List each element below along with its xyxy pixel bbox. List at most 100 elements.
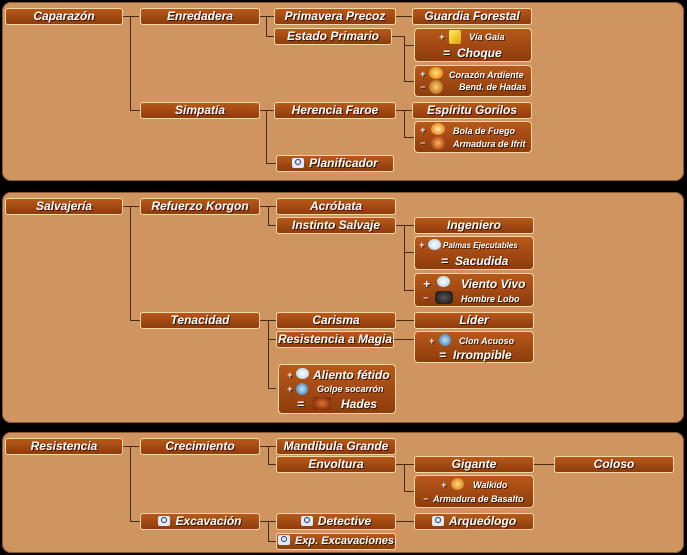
connector [404,252,414,253]
combo-line1: Aliento fétido [313,368,390,382]
cloud-icon [428,239,441,250]
connector [396,225,414,226]
walkido-icon [451,478,464,490]
node-exp-excavaciones[interactable]: Exp. Excavaciones [276,533,396,550]
combo-walkido[interactable]: + Walkido − Armadura de Basalto [414,475,534,508]
connector [268,464,276,465]
node-label: Detective [317,514,372,528]
combo-hades[interactable]: + Aliento fétido + Golpe socarrón = Hade… [278,364,396,414]
equals-sign: = [439,348,447,362]
connector [130,320,140,321]
connector [266,16,267,36]
connector [404,290,414,291]
node-acrobata[interactable]: Acróbata [276,198,396,215]
combo-line1: Bola de Fuego [453,126,516,136]
heart-fire-icon [429,67,443,79]
connector [394,339,414,340]
plus-sign: + [429,336,435,346]
ifrit-armor-icon [431,136,445,150]
node-envoltura[interactable]: Envoltura [276,456,396,473]
equals-sign: = [297,397,305,411]
node-resistencia[interactable]: Resistencia [5,438,123,455]
combo-corazon-ardiente[interactable]: + Corazón Ardiente − Bend. de Hadas [414,65,532,97]
connector [268,339,276,340]
combo-line2: Bend. de Hadas [459,82,527,92]
node-simpatia[interactable]: Simpatía [140,102,260,119]
connector [130,206,131,320]
node-lider[interactable]: Líder [414,312,534,329]
node-ingeniero[interactable]: Ingeniero [414,217,534,234]
node-gigante[interactable]: Gigante [414,456,534,473]
magnifier-icon [158,516,171,526]
node-excavacion[interactable]: Excavación [140,513,260,530]
connector [130,446,131,521]
node-caparazon[interactable]: Caparazón [5,8,123,25]
node-herencia-faroe[interactable]: Herencia Faroe [274,102,396,119]
magnifier-icon [277,535,290,545]
connector [396,521,414,522]
node-coloso[interactable]: Coloso [554,456,674,473]
node-detective[interactable]: Detective [276,513,396,530]
node-tenacidad[interactable]: Tenacidad [140,312,260,329]
connector [130,521,140,522]
node-estado-primario[interactable]: Estado Primario [274,28,392,45]
node-salvajeria[interactable]: Salvajería [5,198,123,215]
water-clone-icon [439,334,451,346]
combo-line2: Golpe socarrón [317,384,384,394]
plus-sign: + [287,370,293,380]
connector [396,464,414,465]
node-carisma[interactable]: Carisma [276,312,396,329]
minus-sign: − [420,82,426,92]
combo-sacudida[interactable]: + Palmas Ejecutables = Sacudida [414,236,534,270]
node-resistencia-a-magia[interactable]: Resistencia a Magia [276,331,394,348]
combo-line1: Clon Acuoso [459,336,515,346]
connector [404,491,414,492]
connector [266,110,267,163]
node-mandibula-grande[interactable]: Mandíbula Grande [276,438,396,455]
node-label: Exp. Excavaciones [294,535,395,547]
node-guardia-forestal[interactable]: Guardia Forestal [412,8,532,25]
node-instinto-salvaje[interactable]: Instinto Salvaje [276,217,396,234]
combo-line1: Vía Gaia [469,32,505,42]
node-planificador[interactable]: Planificador [276,155,394,172]
node-crecimiento[interactable]: Crecimiento [140,438,260,455]
combo-result: Choque [457,46,502,60]
equals-sign: = [441,254,449,268]
combo-choque[interactable]: + Vía Gaia = Choque [414,28,532,62]
combo-result: Sacudida [455,254,509,268]
node-label: Arqueólogo [448,514,517,528]
node-primavera-precoz[interactable]: Primavera Precoz [274,8,396,25]
connector [268,388,276,389]
node-refuerzo-korgon[interactable]: Refuerzo Korgon [140,198,260,215]
fireball-icon [431,123,445,135]
connector [266,163,276,164]
lightning-icon [449,30,461,44]
combo-line1: Walkido [473,480,508,490]
combo-line2: Hombre Lobo [461,294,520,304]
connector [123,206,139,207]
combo-viento-vivo[interactable]: + Viento Vivo − Hombre Lobo [414,273,534,307]
magnifier-icon [292,158,305,168]
node-label: Planificador [309,156,378,170]
connector [266,36,274,37]
plus-sign: + [441,480,447,490]
connector [123,16,139,17]
node-espiritu-gorilos[interactable]: Espíritu Gorilos [412,102,532,119]
plus-sign: + [287,384,293,394]
connector [396,16,412,17]
minus-sign: − [420,138,426,148]
plus-sign: + [439,32,445,42]
combo-line1: Corazón Ardiente [449,70,524,80]
connector [268,521,269,541]
combo-bola-de-fuego[interactable]: + Bola de Fuego − Armadura de Ifrit [414,121,532,153]
node-arqueologo[interactable]: Arqueólogo [414,513,534,530]
combo-line1: Palmas Ejecutables [443,241,518,250]
combo-line2: Armadura de Basalto [433,494,524,504]
node-enredadera[interactable]: Enredadera [140,8,260,25]
connector [404,81,414,82]
plus-sign: + [423,277,431,291]
connector [396,320,414,321]
water-icon [296,383,308,395]
connector [130,16,131,110]
combo-irrompible[interactable]: + Clon Acuoso = Irrompible [414,331,534,363]
